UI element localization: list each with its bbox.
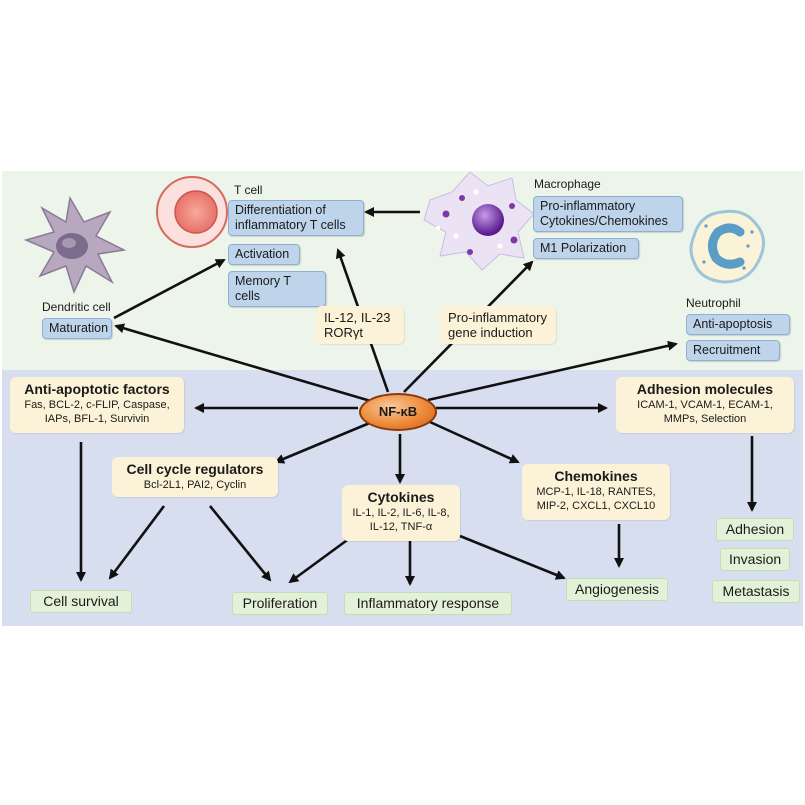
- neutrophil-anti-apoptosis-box: Anti-apoptosis: [686, 314, 790, 335]
- outcome-proliferation: Proliferation: [232, 592, 328, 615]
- arrow-cytokines-to-angiogenesis: [459, 534, 566, 580]
- adhesion-molecules-items: ICAM-1, VCAM-1, ECAM-1, MMPs, Selection: [637, 399, 773, 425]
- neutrophil-icon: [689, 209, 765, 284]
- tcell-activation-box: Activation: [228, 244, 300, 265]
- chemokines-box: Chemokines MCP-1, IL-18, RANTES, MIP-2, …: [522, 464, 670, 520]
- cytokines-box: Cytokines IL-1, IL-2, IL-6, IL-8, IL-12,…: [342, 485, 460, 541]
- macrophage-cytokines-box: Pro-inflammatory Cytokines/Chemokines: [533, 196, 683, 232]
- arrow-nfkb-to-cell-cycle: [274, 420, 373, 464]
- anti-apoptotic-items: Fas, BCL-2, c-FLIP, Caspase, IAPs, BFL-1…: [24, 399, 170, 425]
- adhesion-molecules-box: Adhesion molecules ICAM-1, VCAM-1, ECAM-…: [616, 377, 794, 433]
- outcome-angiogenesis: Angiogenesis: [566, 578, 668, 601]
- neutrophil-label: Neutrophil: [686, 296, 741, 310]
- chemokines-items: MCP-1, IL-18, RANTES, MIP-2, CXCL1, CXCL…: [536, 486, 656, 512]
- chemokines-title: Chemokines: [554, 468, 638, 484]
- cell-cycle-regulators-box: Cell cycle regulators Bcl-2L1, PAI2, Cyc…: [112, 457, 278, 497]
- neutrophil-recruitment-box: Recruitment: [686, 340, 780, 361]
- macrophage-icon: [423, 171, 535, 271]
- arrow-maturation-to-tcell: [113, 258, 226, 320]
- anti-apoptotic-factors-box: Anti-apoptotic factors Fas, BCL-2, c-FLI…: [10, 377, 184, 433]
- cytokines-title: Cytokines: [367, 489, 435, 505]
- outcome-invasion: Invasion: [720, 548, 790, 571]
- arrow-nfkb-to-neutrophil: [427, 340, 678, 402]
- cytokines-items: IL-1, IL-2, IL-6, IL-8, IL-12, TNF-α: [352, 507, 450, 533]
- nfkb-node: NF-κB: [359, 393, 437, 431]
- macrophage-label: Macrophage: [534, 177, 601, 191]
- cell-cycle-title: Cell cycle regulators: [126, 461, 264, 477]
- dendritic-maturation-box: Maturation: [42, 318, 112, 339]
- adhesion-molecules-title: Adhesion molecules: [636, 381, 774, 397]
- arrow-cell-cycle-to-survival: [108, 505, 166, 580]
- t-cell-icon: [156, 176, 228, 248]
- cell-cycle-items: Bcl-2L1, PAI2, Cyclin: [143, 479, 247, 491]
- macrophage-m1-box: M1 Polarization: [533, 238, 639, 259]
- anti-apoptotic-title: Anti-apoptotic factors: [24, 381, 170, 397]
- gene-induction-box: Pro-inflammatory gene induction: [440, 306, 556, 344]
- il-rorgt-box: IL-12, IL-23 RORγt: [316, 306, 404, 344]
- outcome-metastasis: Metastasis: [712, 580, 800, 603]
- tcell-memory-box: Memory T cells: [228, 271, 326, 307]
- outcome-inflammatory-response: Inflammatory response: [344, 592, 512, 615]
- tcell-differentiation-box: Differentiation of inflammatory T cells: [228, 200, 364, 236]
- outcome-cell-survival: Cell survival: [30, 590, 132, 613]
- arrow-cytokines-to-proliferation: [288, 536, 351, 584]
- dendritic-cell-icon: [23, 195, 127, 295]
- outcome-adhesion: Adhesion: [716, 518, 794, 541]
- arrow-nfkb-to-chemokines: [429, 420, 520, 464]
- dendritic-cell-label: Dendritic cell: [42, 300, 111, 314]
- arrow-nfkb-to-dendritic: [114, 323, 375, 404]
- arrow-cell-cycle-to-proliferation: [208, 505, 272, 582]
- t-cell-label: T cell: [234, 183, 263, 197]
